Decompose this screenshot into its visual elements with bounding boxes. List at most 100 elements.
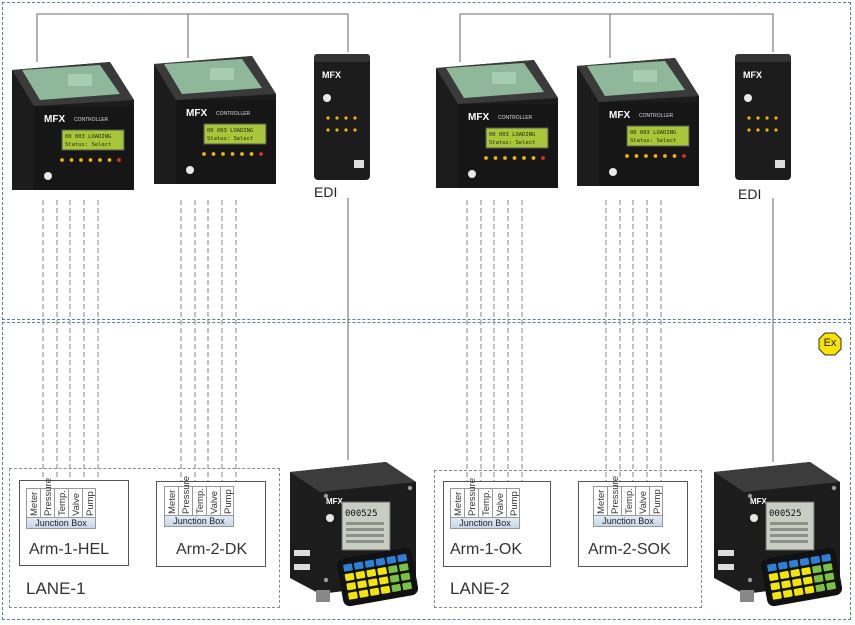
preset-display-reading: 000525	[345, 509, 378, 519]
status-led	[249, 152, 254, 156]
controller-brand: MFX	[609, 110, 630, 121]
keypad-key	[358, 589, 369, 598]
jb-signal-label: Meter	[167, 489, 178, 514]
edi-led	[774, 128, 778, 132]
edi-label-lane-2: EDI	[738, 186, 762, 202]
status-led	[503, 156, 507, 160]
jb-signal-pressure: Pressure	[40, 478, 54, 518]
jb-signal-label: Temp.	[481, 490, 492, 516]
keypad-key	[779, 570, 790, 580]
bolt-icon	[323, 493, 329, 499]
edi-led	[353, 128, 357, 132]
keypad-key	[801, 567, 812, 576]
edi-led	[765, 116, 769, 120]
bolt-icon	[747, 493, 753, 499]
status-led	[107, 158, 112, 162]
status-led	[202, 152, 206, 156]
edi-device-lane-1: MFX	[314, 54, 370, 180]
keypad-key	[344, 572, 355, 581]
lcd-line-1: 00 003 LOADING	[489, 132, 535, 138]
jb-signal-label: Temp.	[624, 488, 635, 514]
keypad-key	[768, 572, 779, 581]
status-led	[531, 156, 536, 160]
keypad-key	[782, 589, 793, 598]
controller-subtitle: CONTROLLER	[74, 117, 109, 123]
status-led	[484, 156, 488, 160]
brand-logo-icon	[186, 166, 194, 174]
junction-box-title: Junction Box	[450, 518, 520, 529]
edi-brand: MFX	[322, 70, 341, 80]
keypad-key	[348, 591, 358, 600]
keypad-key	[369, 587, 380, 596]
edi-label-lane-1: EDI	[314, 184, 338, 200]
jb-signal-label: Meter	[453, 491, 464, 516]
edi-led	[353, 116, 357, 120]
keypad-key	[398, 563, 409, 572]
status-led	[88, 158, 93, 162]
edi-body	[735, 54, 791, 180]
status-led	[240, 152, 244, 156]
controller-subtitle: CONTROLLER	[216, 111, 251, 117]
status-led	[493, 156, 498, 160]
display-line	[770, 522, 808, 525]
edi-led	[326, 128, 330, 132]
keypad-key	[772, 591, 782, 600]
status-led	[79, 158, 83, 162]
jb-signal-pump: Pump	[649, 486, 663, 516]
keypad-key	[346, 582, 357, 591]
keypad-key	[770, 582, 781, 591]
jb-signal-label: Meter	[29, 491, 40, 516]
jb-signal-label: Pump	[85, 491, 96, 516]
lane-2-top-bus	[459, 13, 774, 62]
controller-brand: MFX	[186, 108, 207, 119]
preset-label-plate	[294, 564, 310, 570]
keypad-key	[389, 574, 400, 583]
keypad-key	[813, 574, 824, 583]
edi-led	[774, 116, 778, 120]
preset-brand: MFX	[326, 497, 344, 506]
status-led	[221, 152, 225, 156]
preset-label-plate	[294, 550, 310, 556]
brand-logo-icon	[323, 94, 331, 102]
status-led	[512, 156, 517, 160]
status-led	[653, 154, 658, 158]
keypad-key	[810, 555, 821, 564]
lcd-line-2: Status: Select	[207, 136, 253, 142]
keypad-key	[793, 587, 804, 596]
jb-signal-label: Valve	[495, 492, 506, 516]
edi-body	[314, 54, 370, 180]
status-led	[69, 158, 74, 162]
jb-signal-temp: Temp.	[192, 486, 206, 516]
keypad-handle	[316, 590, 330, 602]
lcd-line-2: Status: Select	[65, 142, 111, 148]
signal-wires	[42, 200, 662, 492]
keypad-key	[804, 585, 815, 594]
controller-connector	[68, 74, 92, 86]
jb-signal-label: Valve	[638, 490, 649, 514]
lcd-line-1: 00 003 LOADING	[65, 134, 111, 140]
control-room-zone	[2, 2, 851, 320]
status-led	[682, 154, 686, 158]
controller-subtitle: CONTROLLER	[498, 115, 533, 121]
keypad-key	[380, 585, 391, 594]
preset-top	[290, 462, 416, 492]
edi-brand: MFX	[743, 70, 762, 80]
brand-logo-icon	[44, 172, 52, 180]
status-led	[522, 156, 526, 160]
edi-led	[326, 116, 330, 120]
lane-1-box	[9, 468, 280, 608]
edi-led	[747, 116, 751, 120]
edi-cert-label	[354, 160, 364, 168]
display-line	[770, 540, 808, 543]
bolt-icon	[407, 485, 413, 491]
controller-lcd	[626, 125, 690, 147]
top-bus-lines	[36, 13, 774, 462]
controller-brand: MFX	[44, 114, 65, 125]
edi-device-lane-2: MFX	[735, 54, 791, 180]
jb-signal-temp: Temp.	[478, 488, 492, 518]
keypad-key	[368, 578, 378, 587]
controller-connector	[633, 70, 657, 82]
keypad-key	[357, 580, 368, 589]
